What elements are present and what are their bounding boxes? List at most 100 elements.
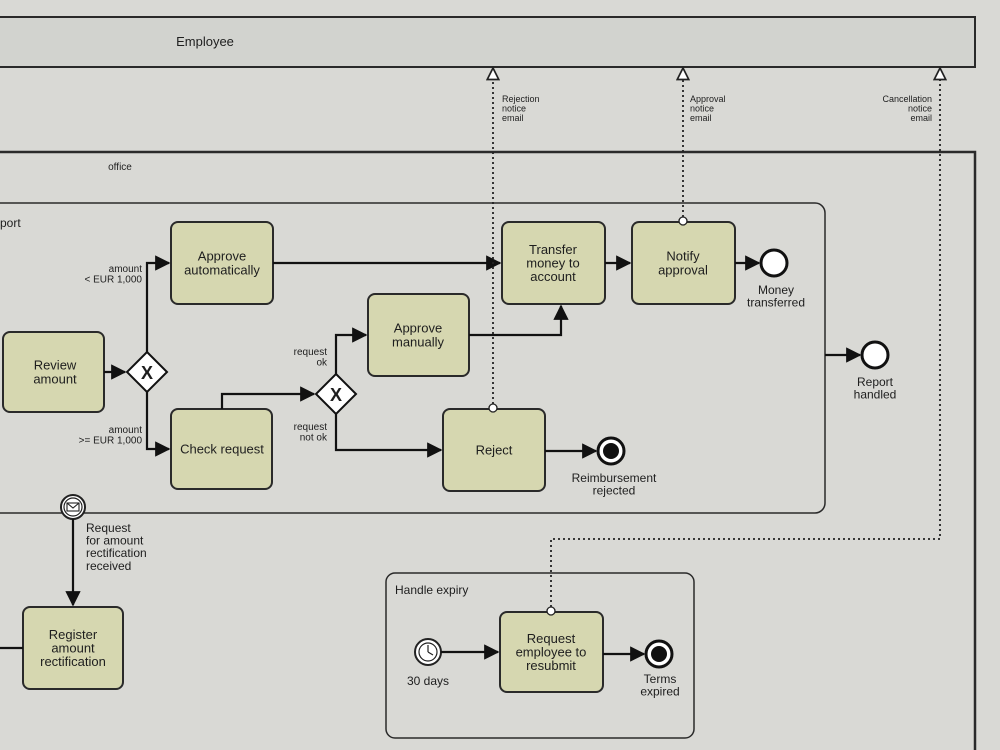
svg-text:X: X xyxy=(330,385,342,405)
handle-expiry-label: Handle expiry xyxy=(395,583,468,597)
label-line: Reject xyxy=(476,443,513,458)
label-line: Reimbursement xyxy=(572,471,657,485)
gateway-request[interactable]: X xyxy=(314,372,358,416)
report-subprocess-label: port xyxy=(0,216,21,230)
label-line: account xyxy=(530,269,576,284)
label-line: manually xyxy=(392,334,445,349)
label-line: Approve xyxy=(198,249,246,264)
task-reject[interactable]: Reject xyxy=(442,408,546,492)
label-line: Cancellation xyxy=(882,94,932,104)
label-line: Review xyxy=(34,358,77,373)
label-line: notice xyxy=(502,103,526,113)
timer-label: 30 days xyxy=(407,674,449,688)
label-line: resubmit xyxy=(526,658,576,673)
label-line: for amount xyxy=(86,534,144,548)
label-line: money to xyxy=(526,256,579,271)
label-line: transferred xyxy=(747,296,805,310)
end-event-reimbursement-rejected[interactable] xyxy=(596,436,626,466)
svg-text:Check request: Check request xyxy=(180,442,264,457)
label-line: amount xyxy=(109,425,143,436)
office-pool-label: office xyxy=(108,162,132,173)
end-event-report-handled[interactable] xyxy=(860,340,890,370)
handle-expiry-subprocess xyxy=(385,572,695,739)
label-line: Money xyxy=(758,283,794,297)
label-line: rectification xyxy=(40,654,106,669)
message-boundary-event[interactable] xyxy=(60,494,86,520)
end-event-terms-expired[interactable] xyxy=(644,639,674,669)
timer-event[interactable] xyxy=(414,638,442,666)
label-line: Report xyxy=(857,375,894,389)
label-line: amount xyxy=(51,641,95,656)
message-flows xyxy=(489,68,940,616)
sequence-flows xyxy=(0,255,862,662)
employee-pool-label: Employee xyxy=(176,34,234,49)
label-line: rejected xyxy=(593,484,636,498)
envelope-icon xyxy=(66,502,80,512)
label-line: employee to xyxy=(516,645,587,660)
label-line: 30 days xyxy=(407,674,449,688)
label-line: Notify xyxy=(666,249,700,264)
svg-text:X: X xyxy=(141,363,153,383)
label-line: Rejection xyxy=(502,94,540,104)
label-line: request xyxy=(294,422,328,433)
label-line: handled xyxy=(854,388,897,402)
label-line: notice xyxy=(908,103,932,113)
gateway-amount[interactable]: X xyxy=(125,350,169,394)
label-line: < EUR 1,000 xyxy=(84,275,142,286)
label-line: Request xyxy=(527,631,576,646)
label-line: amount xyxy=(109,264,143,275)
office-pool xyxy=(0,150,977,750)
label-line: notice xyxy=(690,103,714,113)
label-line: Approval xyxy=(690,94,726,104)
label-line: Terms xyxy=(644,672,677,686)
label-line: email xyxy=(502,113,524,123)
svg-text:Reject: Reject xyxy=(476,443,513,458)
label-line: ok xyxy=(316,358,328,369)
label-line: not ok xyxy=(300,433,328,444)
label-amount-ge: amount>= EUR 1,000 xyxy=(79,425,143,447)
end-event-money-transferred[interactable] xyxy=(759,248,789,278)
label-line: approval xyxy=(658,262,708,277)
label-line: email xyxy=(690,113,712,123)
employee-pool xyxy=(0,16,976,68)
label-line: email xyxy=(910,113,932,123)
label-line: Check request xyxy=(180,442,264,457)
label-line: amount xyxy=(33,371,77,386)
label-amount-lt: amount< EUR 1,000 xyxy=(84,264,142,286)
label-line: expired xyxy=(640,685,679,699)
label-line: Request xyxy=(86,521,131,535)
label-line: Register xyxy=(49,627,98,642)
label-line: automatically xyxy=(184,262,260,277)
task-check-request[interactable]: Check request xyxy=(170,408,273,490)
report-subprocess xyxy=(0,202,826,514)
label-line: >= EUR 1,000 xyxy=(79,436,143,447)
label-line: request xyxy=(294,347,328,358)
label-line: Transfer xyxy=(529,242,578,257)
label-line: received xyxy=(86,559,131,573)
